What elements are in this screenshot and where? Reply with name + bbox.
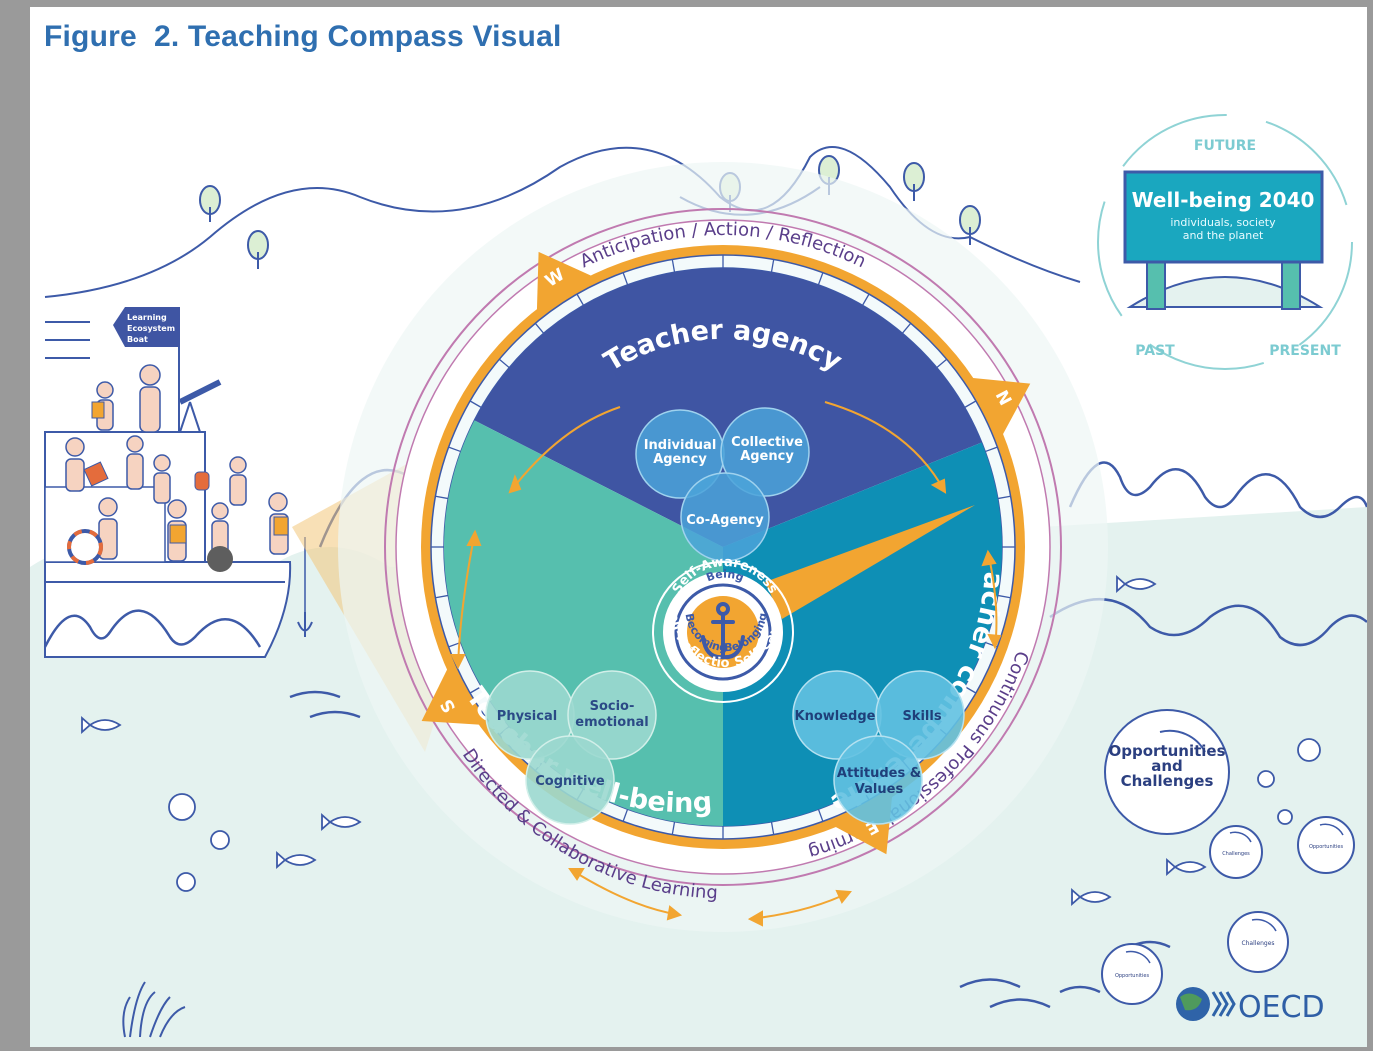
- rim-tick: [901, 322, 912, 334]
- present-label: PRESENT: [1269, 343, 1341, 359]
- opportunities-bubbles: Opportunities and Challenges Challenges …: [1101, 709, 1355, 1005]
- figure-title: Figure 2. Teaching Compass Visual: [44, 20, 562, 53]
- learning-ecosystem-boat: Learning Ecosystem Boat: [44, 307, 313, 658]
- seaweed: [122, 981, 186, 1038]
- individual-agency-line1: Individual: [644, 438, 717, 453]
- rim-tick: [817, 272, 824, 286]
- collective-agency-line2: Agency: [740, 449, 794, 464]
- bubbles: [168, 738, 1321, 892]
- small-bubble-challenges-1: Challenges: [1222, 851, 1250, 857]
- collective-agency-line1: Collective: [731, 435, 803, 450]
- opportunities-big-line1: Opportunities: [1108, 742, 1225, 760]
- opportunities-big-line2: and: [1151, 757, 1183, 775]
- oecd-logo: OECD: [1176, 987, 1325, 1025]
- values-label: Values: [855, 782, 904, 797]
- rim-tick: [936, 358, 948, 369]
- rim-tick: [770, 259, 775, 273]
- knowledge-label: Knowledge: [795, 709, 876, 724]
- rim-tick: [622, 808, 629, 822]
- sector-teacher-agency: [474, 268, 982, 547]
- compass-needle: [765, 505, 975, 619]
- rim-tick: [534, 322, 545, 334]
- opportunities-big-line3: Challenges: [1121, 772, 1214, 790]
- fish: [81, 575, 1207, 906]
- physical-label: Physical: [497, 709, 557, 724]
- rim-tick: [435, 495, 449, 500]
- wellbeing-subtitle-2: and the planet: [1183, 229, 1264, 242]
- rim-tick: [770, 821, 775, 835]
- cognitive-label: Cognitive: [535, 774, 605, 789]
- oecd-text: OECD: [1238, 990, 1325, 1025]
- rim-tick: [964, 400, 977, 409]
- rim-tick: [576, 293, 585, 306]
- rim-tick: [448, 446, 462, 453]
- wellbeing-2040-emblem: FUTURE PAST PRESENT Well-being 2040 indi…: [1097, 114, 1353, 370]
- wellbeing-2040-title: Well-being 2040: [1132, 188, 1315, 212]
- attitudes-label: Attitudes &: [837, 766, 921, 781]
- past-label: PAST: [1135, 343, 1175, 359]
- rim-tick: [469, 400, 482, 409]
- rim-tick: [984, 446, 998, 453]
- wellbeing-venn: [485, 670, 657, 825]
- skills-label: Skills: [902, 709, 941, 724]
- rim-tick: [964, 685, 977, 694]
- rim-tick: [671, 821, 676, 835]
- future-label: FUTURE: [1194, 138, 1256, 154]
- socio-label: Socio-: [590, 699, 635, 714]
- boat-sign-line2: Ecosystem: [127, 324, 175, 333]
- boat-sign-line3: Boat: [127, 335, 148, 344]
- emotional-label: emotional: [575, 715, 648, 730]
- individual-agency-line2: Agency: [653, 452, 707, 467]
- center-hub: [652, 561, 794, 703]
- rim-tick: [498, 358, 510, 369]
- small-bubble-opportunities-2: Opportunities: [1115, 973, 1150, 979]
- compass-ticks: [431, 255, 1015, 839]
- rim-tick: [671, 259, 676, 273]
- rim-tick: [817, 808, 824, 822]
- chevrons-icon: [1211, 991, 1236, 1017]
- boat-sign-line1: Learning: [127, 313, 167, 322]
- co-agency: Co-Agency: [686, 513, 764, 528]
- rim-tick: [469, 685, 482, 694]
- small-bubble-challenges-2: Challenges: [1241, 940, 1274, 947]
- direction-marker-w: [536, 251, 598, 317]
- rim-tick: [622, 272, 629, 286]
- rim-tick: [435, 594, 449, 599]
- direction-marker-n: [965, 377, 1031, 441]
- outer-ring: [384, 208, 1062, 886]
- small-bubble-opportunities-1: Opportunities: [1309, 844, 1344, 850]
- agency-venn: [635, 407, 810, 562]
- rim-tick: [861, 293, 870, 306]
- wellbeing-subtitle-1: individuals, society: [1170, 216, 1276, 229]
- anchor-icon: [701, 602, 745, 660]
- sector-arrows: [450, 401, 1002, 927]
- teaching-compass-diagram: FUTURE PAST PRESENT Well-being 2040 indi…: [30, 7, 1367, 1047]
- rim-tick: [997, 495, 1011, 500]
- direction-marker-s: [421, 662, 487, 726]
- competencies-venn: [792, 670, 965, 825]
- rim-tick: [997, 594, 1011, 599]
